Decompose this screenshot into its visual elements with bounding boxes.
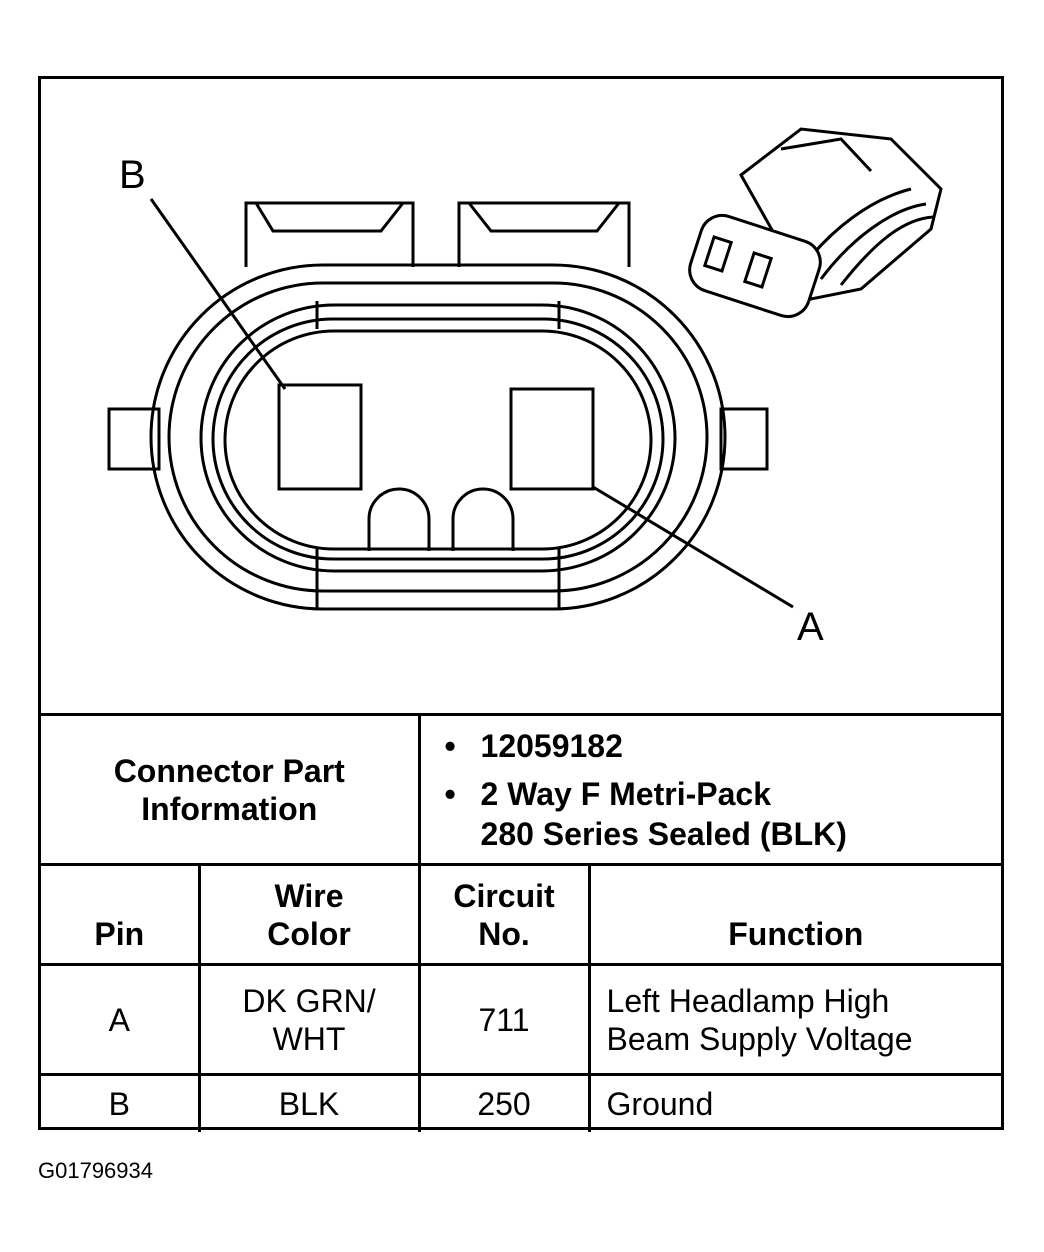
- row-a-pin: A: [41, 963, 201, 1076]
- header-circuit: Circuit No.: [417, 863, 591, 966]
- side-tab-left: [107, 407, 161, 471]
- top-latch-left: [244, 201, 415, 267]
- table-row: B BLK 250 Ground: [41, 1073, 1002, 1132]
- row-b-wire: BLK: [197, 1073, 421, 1132]
- connector-diagram: B A: [41, 79, 1001, 713]
- terminal-cavity-a: [509, 387, 595, 491]
- side-tab-right: [719, 407, 769, 471]
- connector-part-label: Connector Part Information: [41, 713, 421, 866]
- terminal-cavity-b: [277, 383, 363, 491]
- row-b-circuit: 250: [417, 1073, 591, 1132]
- figure-code: G01796934: [38, 1158, 153, 1183]
- leader-line-b: [149, 198, 287, 390]
- table-header-row: Pin Wire Color Circuit No. Function: [41, 863, 1002, 966]
- key-bump-right: [451, 487, 515, 551]
- callout-pin-b: B: [119, 153, 146, 197]
- header-wire-color: Wire Color: [197, 863, 421, 966]
- header-function: Function: [587, 863, 1002, 966]
- housing-outer: [149, 263, 727, 611]
- header-pin: Pin: [41, 863, 201, 966]
- row-a-circuit: 711: [417, 963, 591, 1076]
- table-row: A DK GRN/ WHT 711 Left Headlamp High Bea…: [41, 963, 1002, 1076]
- connector-face-drawing: [107, 127, 943, 611]
- key-bump-left: [367, 487, 431, 551]
- connector-part-row: Connector Part Information •12059182 •2 …: [41, 713, 1002, 866]
- leader-line-a: [592, 485, 794, 609]
- row-a-wire: DK GRN/ WHT: [197, 963, 421, 1076]
- row-b-function: Ground: [587, 1073, 1002, 1132]
- part-number-item: •12059182: [444, 727, 623, 764]
- diagram-frame: B A Connector Part Information •12059182…: [38, 76, 1004, 1132]
- connector-inset-view: [688, 127, 943, 319]
- connector-table: Connector Part Information •12059182 •2 …: [41, 713, 1002, 1132]
- top-latch-right: [457, 201, 631, 267]
- row-a-function: Left Headlamp High Beam Supply Voltage: [587, 963, 1002, 1076]
- callout-pin-a: A: [797, 605, 824, 649]
- row-b-pin: B: [41, 1073, 201, 1132]
